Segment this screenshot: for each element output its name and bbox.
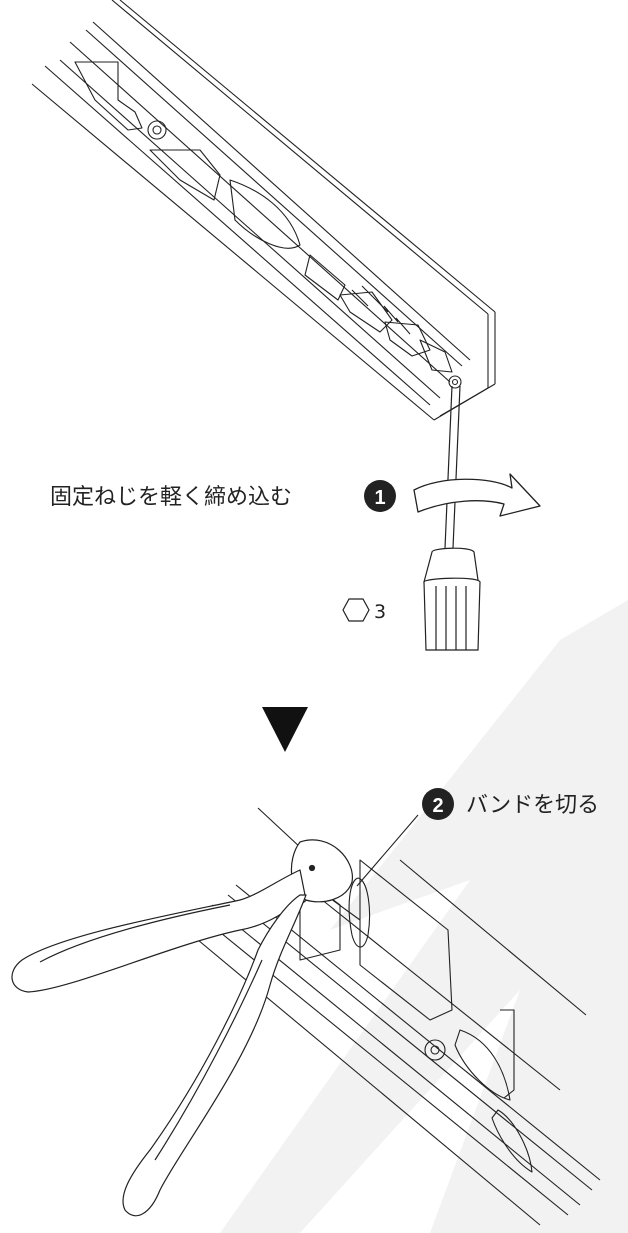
tool-size-label: 3 xyxy=(374,601,386,623)
hex-size-icon xyxy=(342,598,370,622)
nippers-icon xyxy=(11,839,353,1217)
step2-number: 2 xyxy=(432,795,443,817)
step1-badge xyxy=(364,480,396,512)
step1-label: 固定ねじを軽く締め込む xyxy=(50,485,292,510)
hex-key-icon xyxy=(423,385,481,651)
step2-label: バンドを切る xyxy=(466,793,599,818)
step1-rail-illustration xyxy=(31,0,496,421)
step1-number: 1 xyxy=(374,487,385,509)
step2-badge xyxy=(422,788,454,820)
step2-pointer xyxy=(356,814,419,887)
rotation-arrow-icon xyxy=(413,473,541,517)
down-triangle-icon xyxy=(262,707,308,752)
watermark xyxy=(220,600,628,1233)
